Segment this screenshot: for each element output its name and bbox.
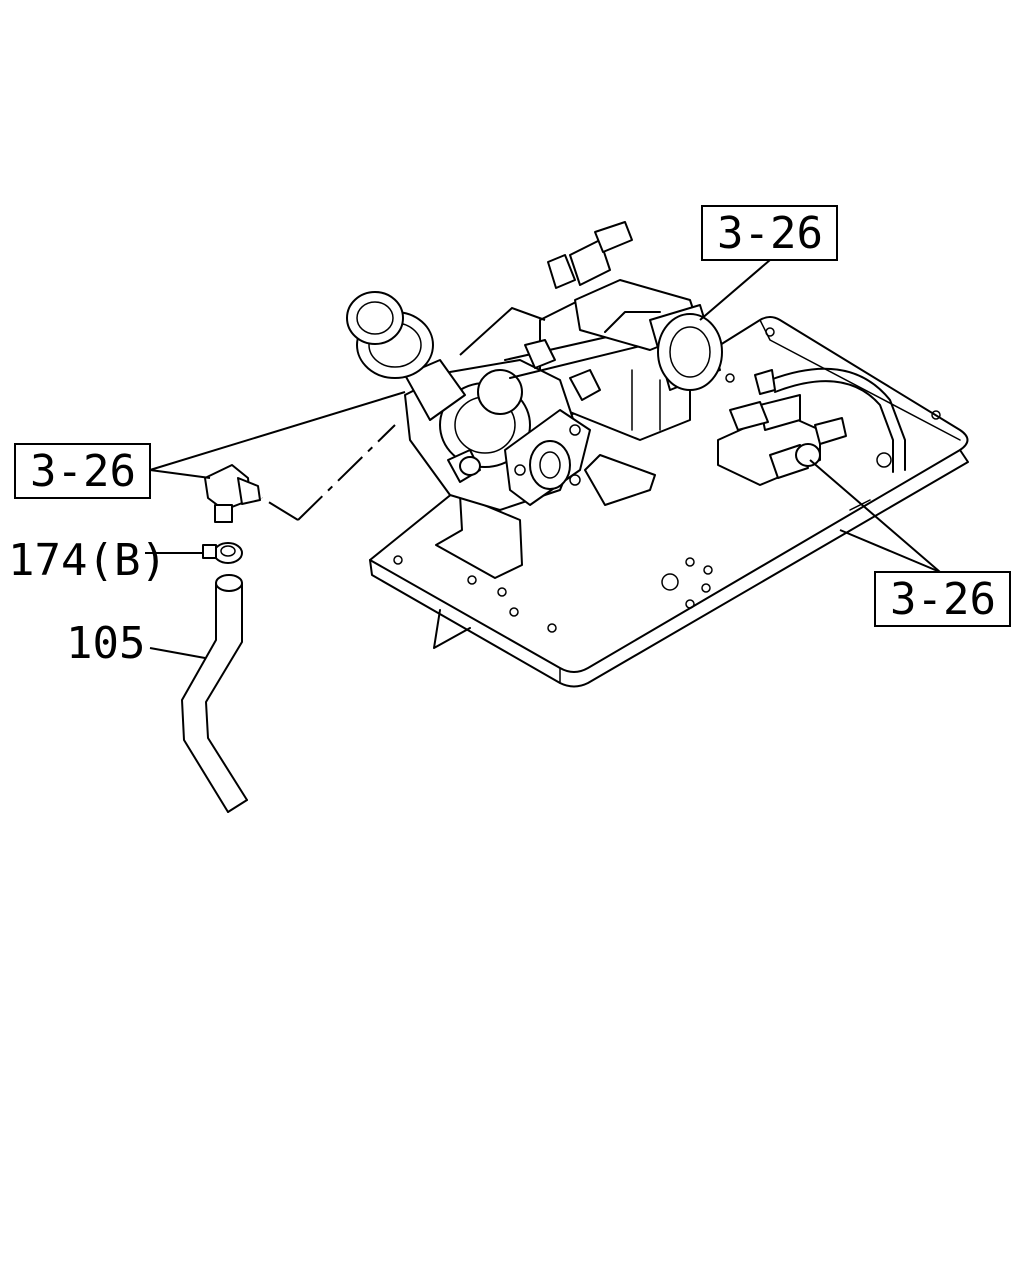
elbow-fitting bbox=[204, 464, 261, 523]
leader-lines bbox=[145, 259, 941, 659]
clip-174b bbox=[202, 542, 243, 564]
tee-fitting-assembly bbox=[717, 367, 906, 486]
part-label-105: 105 bbox=[66, 618, 145, 669]
callout-ref-left: 3-26 bbox=[14, 443, 151, 499]
callout-ref-left-text: 3-26 bbox=[30, 446, 136, 497]
governor-cylinder bbox=[547, 221, 723, 391]
mounting-plate bbox=[369, 316, 969, 688]
hose-105 bbox=[181, 574, 248, 813]
callout-ref-top-right: 3-26 bbox=[701, 205, 838, 261]
callout-ref-bottom-right: 3-26 bbox=[874, 571, 1011, 627]
part-label-174b: 174(B) bbox=[8, 535, 167, 586]
callout-ref-top-right-text: 3-26 bbox=[717, 208, 823, 259]
relay-valve-assembly bbox=[346, 291, 666, 511]
callout-ref-bottom-right-text: 3-26 bbox=[890, 574, 996, 625]
